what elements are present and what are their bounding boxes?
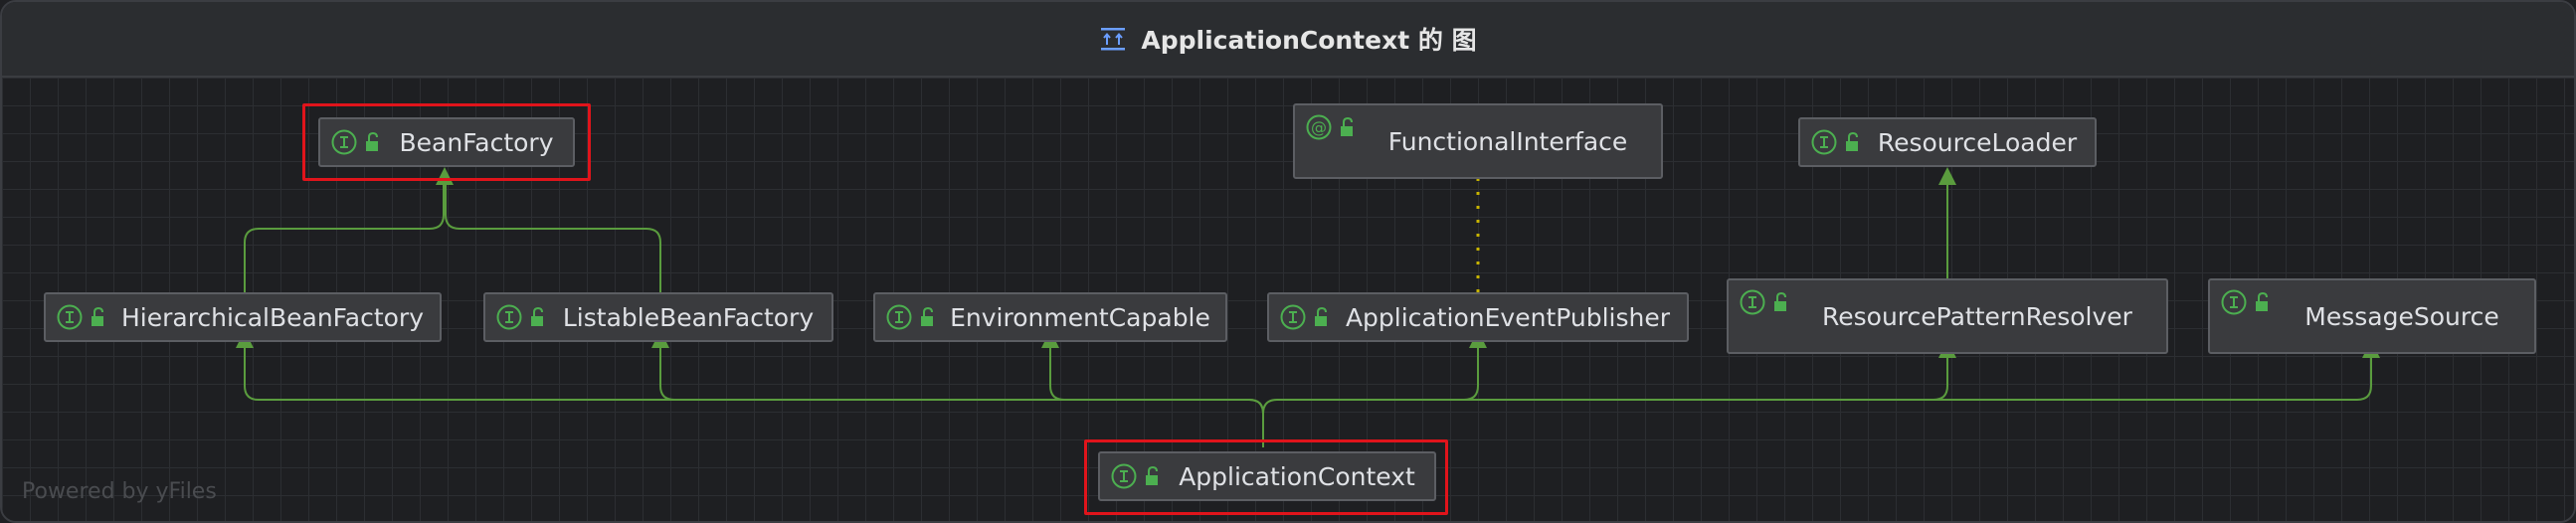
public-lock-icon [1341, 116, 1353, 136]
node-label: ResourcePatternResolver [1822, 301, 2132, 331]
node-hierarchical-bean-factory[interactable]: HierarchicalBeanFactory [44, 292, 442, 342]
node-message-source[interactable]: MessageSource [2208, 278, 2536, 354]
node-label: FunctionalInterface [1387, 126, 1628, 156]
interface-icon [57, 304, 83, 330]
hierarchy-diagram-icon [1099, 25, 1127, 53]
public-lock-icon [1146, 465, 1158, 485]
public-lock-icon [1774, 291, 1786, 311]
public-lock-icon [2256, 291, 2268, 311]
node-resource-pattern-resolver[interactable]: ResourcePatternResolver [1727, 278, 2168, 354]
interface-icon [2221, 289, 2247, 315]
watermark: Powered by yFiles [22, 479, 217, 504]
node-listable-bean-factory[interactable]: ListableBeanFactory [483, 292, 833, 342]
node-label: EnvironmentCapable [950, 302, 1210, 332]
node-functional-interface[interactable]: @ FunctionalInterface [1293, 103, 1663, 179]
window-title: ApplicationContext 的 图 [1141, 26, 1477, 55]
public-lock-icon [921, 306, 933, 326]
node-application-context[interactable]: ApplicationContext [1098, 451, 1436, 501]
highlight-box-bean-factory [302, 103, 591, 181]
public-lock-icon [1315, 306, 1327, 326]
interface-icon [886, 304, 912, 330]
highlight-box-application-context [1084, 439, 1448, 515]
interface-icon [1740, 289, 1765, 315]
node-resource-loader[interactable]: ResourceLoader [1798, 117, 2097, 167]
public-lock-icon [1846, 131, 1858, 151]
node-label: ListableBeanFactory [562, 302, 815, 332]
public-lock-icon [92, 306, 103, 326]
node-label: HierarchicalBeanFactory [120, 302, 425, 332]
interface-icon [1111, 463, 1137, 489]
node-label: MessageSource [2304, 301, 2499, 331]
interface-icon [496, 304, 522, 330]
node-label: BeanFactory [399, 127, 554, 157]
title-bar: ApplicationContext 的 图 [2, 2, 2574, 78]
node-bean-factory[interactable]: BeanFactory [318, 117, 575, 167]
node-environment-capable[interactable]: EnvironmentCapable [873, 292, 1227, 342]
node-label: ResourceLoader [1877, 127, 2078, 157]
node-label: ApplicationContext [1179, 461, 1415, 491]
interface-icon [1280, 304, 1306, 330]
interface-icon [331, 129, 357, 155]
interface-icon [1811, 129, 1837, 155]
public-lock-icon [531, 306, 543, 326]
node-application-event-publisher[interactable]: ApplicationEventPublisher [1267, 292, 1689, 342]
annotation-icon: @ [1306, 114, 1332, 140]
svg-text:@: @ [1311, 118, 1327, 137]
public-lock-icon [366, 131, 378, 151]
node-label: ApplicationEventPublisher [1345, 302, 1671, 332]
